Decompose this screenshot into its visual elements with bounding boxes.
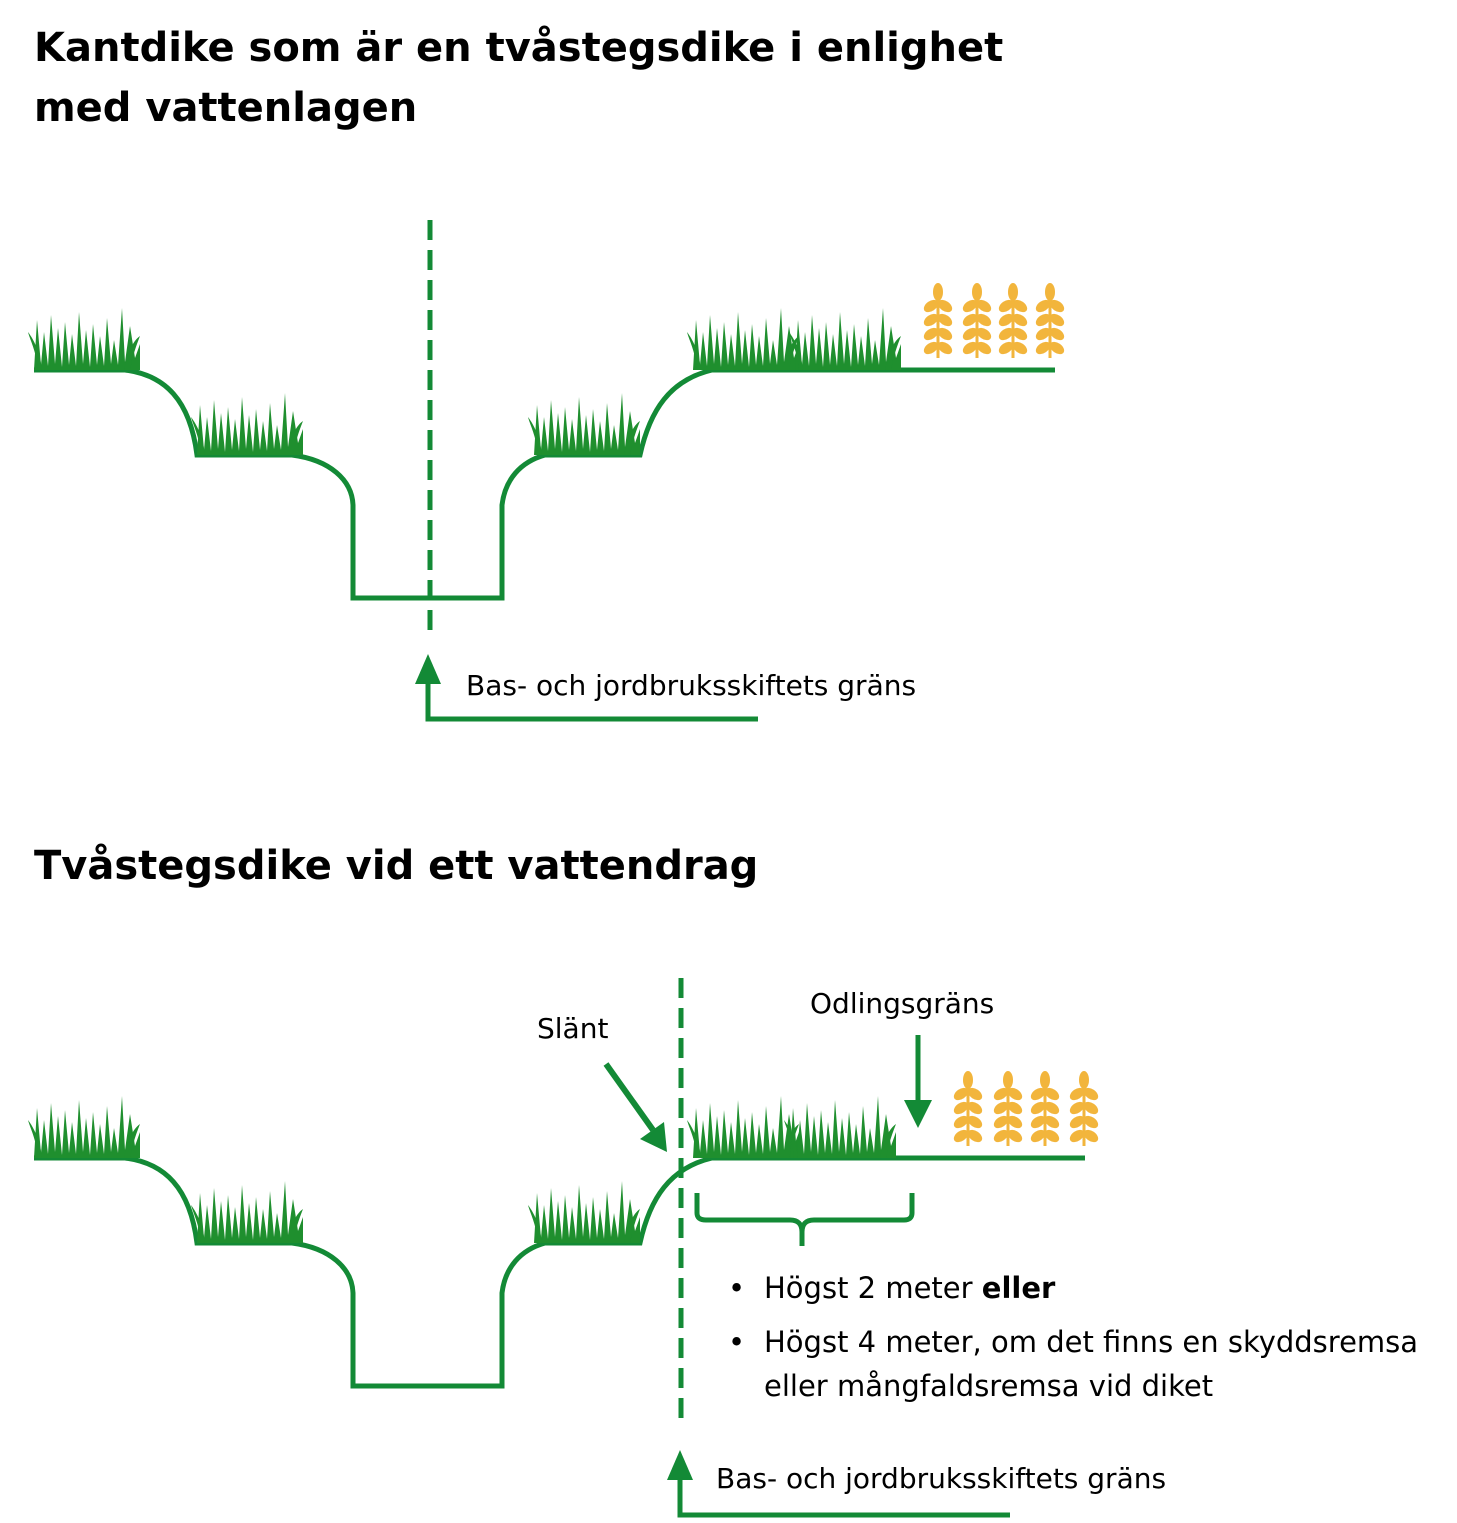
grass-icon xyxy=(789,308,901,370)
section1-title-line1: Kantdike som är en tvåstegsdike i enligh… xyxy=(34,25,1004,71)
boundary-label-2: Bas- och jordbruksskiftets gräns xyxy=(716,1462,1167,1495)
ditch-profile xyxy=(34,1155,1085,1389)
ditch-profile xyxy=(34,367,1055,601)
width-rule-item: Högst 4 meter, om det finns en skyddsrem… xyxy=(728,1320,1438,1408)
arrow-icon xyxy=(667,1450,1010,1518)
grain-icon xyxy=(995,281,1031,360)
section1-title: Kantdike som är en tvåstegsdike i enligh… xyxy=(34,18,1003,138)
grain-icon xyxy=(990,1069,1026,1148)
grass-icon xyxy=(784,1096,896,1158)
section2-diagram xyxy=(28,978,1102,1518)
section1-title-line2: med vattenlagen xyxy=(34,85,418,131)
width-rule-item: Högst 2 meter eller xyxy=(728,1266,1438,1310)
grass-icon xyxy=(28,308,140,370)
section2-title: Tvåstegsdike vid ett vattendrag xyxy=(34,843,759,889)
width-rule-bold: eller xyxy=(981,1271,1056,1305)
section1-diagram xyxy=(28,220,1068,722)
arrow-icon xyxy=(603,1062,667,1152)
arrow-icon xyxy=(415,654,758,722)
arrow-icon xyxy=(904,1035,932,1128)
grain-icon xyxy=(950,1069,986,1148)
grass-icon xyxy=(687,308,799,370)
boundary-label-1: Bas- och jordbruksskiftets gräns xyxy=(466,669,917,702)
width-rule-text: Högst 4 meter, om det finns en skyddsrem… xyxy=(764,1325,1419,1403)
grass-icon xyxy=(191,393,303,455)
grass-icon xyxy=(528,1181,640,1243)
grass-icon xyxy=(687,1096,799,1158)
slope-label: Slänt xyxy=(537,1012,609,1045)
grass-icon xyxy=(191,1181,303,1243)
brace-icon xyxy=(694,1193,915,1246)
grain-icon xyxy=(1027,1069,1063,1148)
width-rules-list: Högst 2 meter eller Högst 4 meter, om de… xyxy=(728,1266,1438,1418)
grain-icon xyxy=(920,281,956,360)
grain-icon xyxy=(959,281,995,360)
grass-icon xyxy=(528,393,640,455)
grain-icon xyxy=(1032,281,1068,360)
width-rule-text: Högst 2 meter xyxy=(764,1271,982,1305)
grain-icon xyxy=(1066,1069,1102,1148)
grass-icon xyxy=(28,1096,140,1158)
cultivation-limit-label: Odlingsgräns xyxy=(810,987,995,1020)
